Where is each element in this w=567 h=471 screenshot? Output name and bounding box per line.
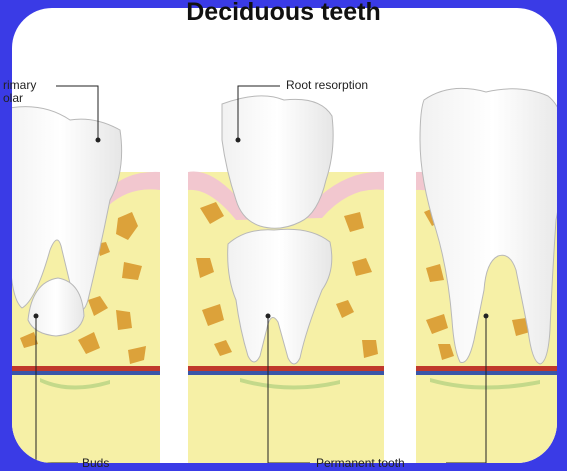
panel-3	[416, 88, 567, 471]
vessel-blue-1	[0, 371, 160, 375]
panel-2	[188, 96, 384, 471]
label-primary-molar: rimary olar	[3, 79, 36, 105]
label-buds: Buds	[82, 456, 109, 470]
page-title: Deciduous teeth	[0, 0, 567, 27]
label-root-resorption: Root resorption	[286, 78, 368, 92]
label-primary-molar-line2: olar	[3, 92, 36, 105]
vessel-red-3	[416, 366, 567, 371]
vessel-red-1	[0, 366, 160, 371]
vessel-blue-2	[188, 371, 384, 375]
label-permanent-tooth: Permanent tooth	[316, 456, 405, 470]
vessel-red-2	[188, 366, 384, 371]
vessel-blue-3	[416, 371, 567, 375]
panel-1	[0, 107, 160, 471]
